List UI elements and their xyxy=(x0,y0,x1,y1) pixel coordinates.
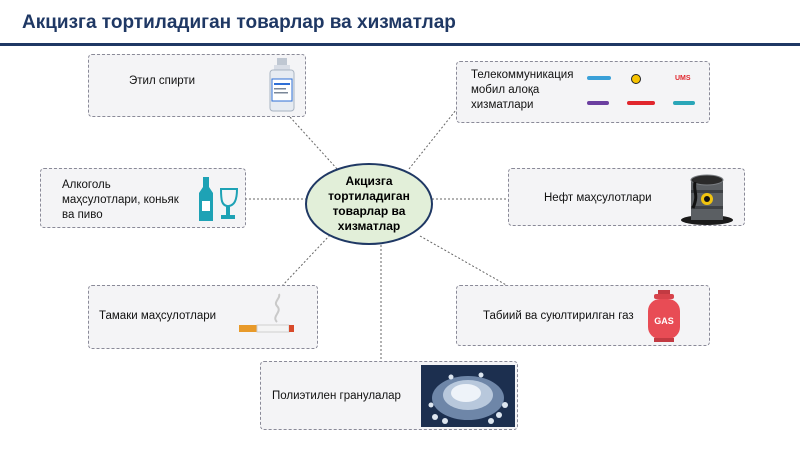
page-title: Акцизга тортиладиган товарлар ва хизматл… xyxy=(22,12,456,33)
ucell-logo-icon xyxy=(587,101,609,105)
node-alcohol: Алкоголь маҳсулотлари, коньяк ва пиво xyxy=(40,168,246,228)
node-telecom-label: Телекоммуникация мобил алоқа хизматлари xyxy=(471,69,574,111)
connector-gas xyxy=(419,235,509,287)
cigarette-icon xyxy=(239,293,294,333)
node-alcohol-label: Алкоголь маҳсулотлари, коньяк ва пиво xyxy=(62,179,179,221)
medicine-bottle-icon xyxy=(269,58,295,112)
center-node: Акцизга тортиладиган товарлар ва хизматл… xyxy=(305,163,433,245)
node-gas-label: Табиий ва суюлтирилган газ xyxy=(483,310,634,322)
beeline-logo-icon xyxy=(631,74,641,84)
node-oil-label: Нефт маҳсулотлари xyxy=(544,192,652,204)
connector-ethyl xyxy=(289,116,339,171)
title-divider xyxy=(0,43,800,46)
gas-cylinder-text: GAS xyxy=(654,316,674,326)
node-polyethylene-label: Полиэтилен гранулалар xyxy=(272,390,401,402)
connector-telecom xyxy=(408,109,457,170)
node-gas: Табиий ва суюлтирилган газ GAS xyxy=(456,285,710,346)
node-telecom: Телекоммуникация мобил алоқа хизматлари … xyxy=(456,61,710,123)
connector-tobacco xyxy=(281,234,331,287)
oil-barrel-icon xyxy=(681,174,733,225)
gas-cylinder-icon: GAS xyxy=(648,290,680,342)
wine-bottle-glass-icon xyxy=(199,177,239,221)
node-tobacco-label: Тамаки маҳсулотлари xyxy=(99,310,217,322)
node-ethyl-alcohol: Этил спирти xyxy=(88,54,306,117)
node-polyethylene: Полиэтилен гранулалар xyxy=(260,361,518,430)
uzmobile-logo-icon xyxy=(673,101,695,105)
node-oil: Нефт маҳсулотлари xyxy=(508,168,745,226)
perfectum-logo-icon xyxy=(627,101,655,105)
telecom-logos: UMS xyxy=(583,70,707,118)
ums-logo: UMS xyxy=(675,75,691,82)
operator-logo-icon xyxy=(587,76,611,80)
granules-image xyxy=(421,365,515,427)
node-ethyl-alcohol-label: Этил спирти xyxy=(129,75,196,87)
center-label: Акцизга тортиладиган товарлар ва хизматл… xyxy=(328,174,410,233)
node-tobacco: Тамаки маҳсулотлари xyxy=(88,285,318,349)
